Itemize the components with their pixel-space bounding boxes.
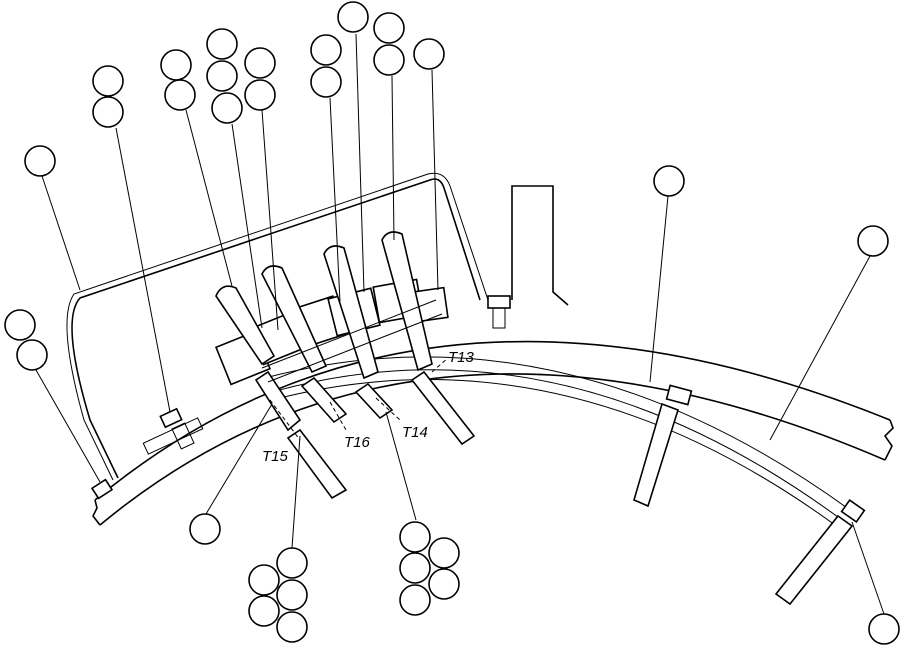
callout-bubble [399,521,431,553]
callout-bubble [276,547,308,579]
rods [215,231,476,500]
callout-bubble [310,66,342,98]
callout-bubble [373,12,405,44]
callout-bubble [428,537,460,569]
label-t16: T16 [344,434,371,451]
dashed-guides [269,357,449,441]
callout-bubble [276,579,308,611]
callout-bubble [310,34,342,66]
callout-bubble [211,92,243,124]
right-pins [633,384,866,606]
callout-bubble [248,595,280,627]
callout-bubble [160,49,192,81]
callout-bubble [248,564,280,596]
callout-bubble [276,611,308,643]
label-t14: T14 [402,424,428,441]
callout-bubble [189,513,221,545]
callout-bubble [244,47,276,79]
callout-bubble [92,65,124,97]
callout-bubble [428,568,460,600]
label-t15: T15 [262,448,289,465]
callout-bubble [399,584,431,616]
curved-frame [92,340,894,526]
leader-lines [35,33,885,615]
callout-bubble [16,339,48,371]
label-t13: T13 [448,349,475,366]
callout-bubble [244,79,276,111]
inner-rail [264,356,851,526]
callout-bubble [24,145,56,177]
callout-bubble [373,44,405,76]
callout-bubble [206,28,238,60]
part-labels: T13 T14 T15 T16 [262,349,475,465]
callout-bubble [857,225,889,257]
callout-bubble [92,96,124,128]
cover-housing [66,172,489,481]
callout-bubble [164,79,196,111]
callout-bubble [206,60,238,92]
callout-bubble [868,613,900,645]
callout-bubble [399,552,431,584]
callout-bubble [653,165,685,197]
callout-bubble [337,1,369,33]
callout-bubbles [4,1,900,645]
callout-bubble [4,309,36,341]
top-bracket [511,185,569,306]
callout-bubble [413,38,445,70]
frame-bolts [90,295,511,500]
